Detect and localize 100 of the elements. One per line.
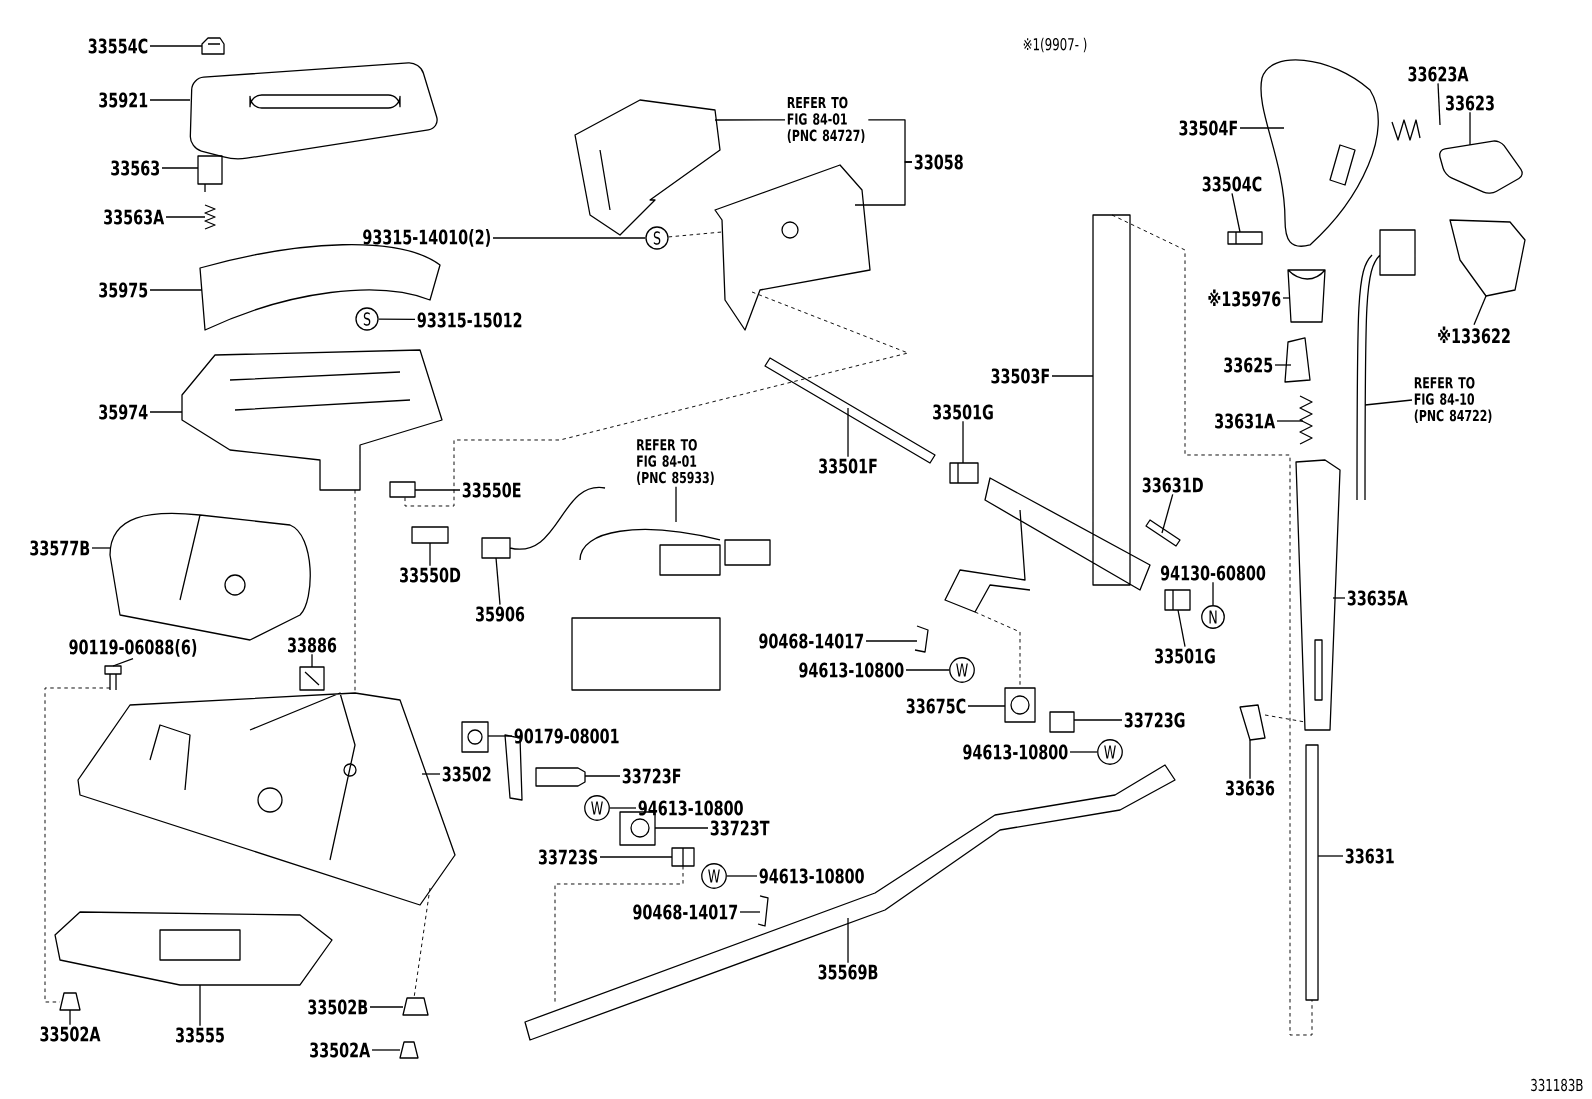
part-number: 33675C: [906, 698, 966, 714]
leader-line: [371, 1049, 401, 1051]
spring-drawing: [1299, 395, 1313, 445]
leader-line: [1282, 297, 1291, 299]
leader-line: [726, 875, 758, 877]
leader-line: [654, 827, 709, 829]
leader-line: [199, 984, 201, 1027]
leader-line: [414, 489, 461, 491]
leader-line: [962, 420, 964, 464]
rod-drawing: [1305, 744, 1319, 1001]
part-number: 33501F: [819, 458, 877, 474]
part-number: 33625: [1224, 357, 1273, 373]
part-number: 35569B: [818, 964, 878, 980]
leader-line: [865, 640, 918, 642]
part-number: 33550D: [400, 567, 461, 583]
bushing-drawing: [461, 721, 489, 753]
leader-line: [311, 653, 313, 668]
circled-letter: S: [645, 226, 669, 250]
cap-drawing: [201, 37, 225, 55]
part-number: 33563: [111, 160, 160, 176]
screw-drawing: [1227, 231, 1263, 245]
part-number: 33563A: [104, 209, 165, 225]
part-number: 90468-14017: [633, 904, 738, 920]
bushing-drawing: [1004, 687, 1036, 723]
leader-line: [714, 119, 786, 121]
leader-line: [378, 318, 416, 321]
circled-letter: W: [1097, 739, 1123, 765]
leader-line: [492, 237, 646, 239]
bulb-drawing: [411, 526, 449, 544]
part-number: 35906: [476, 606, 525, 622]
leader-line: [599, 856, 673, 858]
button-drawing: [1439, 140, 1523, 194]
part-number: 90179-08001: [514, 728, 619, 744]
base-plate-drawing: [54, 911, 333, 986]
part-number: 33502A: [40, 1026, 101, 1042]
pin-drawing: [535, 767, 586, 787]
part-number: 94613-10800: [799, 662, 904, 678]
leader-line: [1473, 295, 1487, 326]
part-number: 94613-10800: [759, 868, 864, 884]
circled-letter: S: [355, 307, 379, 331]
clip-drawing: [757, 895, 769, 927]
leader-line: [847, 407, 849, 458]
indicator-cover-drawing: [189, 62, 438, 160]
leader-line: [1069, 751, 1098, 753]
switch-wire-drawing: [1356, 229, 1416, 501]
part-number: ※135976: [1208, 289, 1281, 307]
leader-line: [149, 99, 191, 101]
figure-code: 331183B: [1531, 1078, 1583, 1092]
cup-drawing: [1287, 269, 1326, 323]
part-number: 33631A: [1215, 413, 1276, 429]
leader-line: [69, 1009, 71, 1026]
alignment-line: [413, 887, 431, 999]
part-number: 33886: [288, 637, 337, 653]
circled-letter: W: [701, 863, 727, 889]
leader-line: [1364, 399, 1413, 406]
spring-drawing: [1391, 119, 1421, 141]
leader-line: [369, 1006, 404, 1008]
leader-line: [1231, 192, 1241, 233]
leader-line: [675, 486, 677, 523]
bolt-drawing: [104, 665, 122, 691]
part-number: 94130-60800: [1160, 565, 1266, 581]
spring-drawing: [204, 204, 216, 230]
reference-note: REFER TO FIG 84-01 (PNC 84727): [787, 96, 865, 143]
leader-line: [1437, 82, 1441, 126]
block-drawing: [299, 666, 325, 691]
part-number: ※133622: [1438, 326, 1510, 344]
leader-line: [165, 216, 206, 218]
part-number: 33502A: [310, 1042, 371, 1058]
leader-line: [584, 775, 621, 777]
leader-line: [91, 547, 111, 549]
part-number: 35975: [99, 282, 148, 298]
part-number: 35921: [99, 92, 148, 108]
alignment-line: [44, 687, 111, 1003]
pin-drawing: [1145, 519, 1181, 547]
bushing-drawing: [1164, 589, 1191, 611]
bulb-drawing: [389, 481, 416, 498]
reference-note: REFER TO FIG 84-10 (PNC 84722): [1414, 376, 1492, 424]
leader-line: [1317, 855, 1344, 857]
part-number: 33577B: [30, 540, 90, 556]
shift-housing-drawing: [181, 349, 443, 491]
collar-drawing: [1049, 711, 1075, 733]
leader-line: [1239, 127, 1285, 129]
bracket-drawing: [714, 164, 871, 331]
part-number: 35974: [99, 404, 148, 420]
part-number: 94613-10800: [638, 800, 743, 816]
part-number: 33501G: [933, 404, 993, 420]
leader-line: [847, 917, 849, 964]
part-number: 33723F: [622, 768, 681, 784]
circled-letter: W: [584, 795, 610, 821]
part-number: 33636: [1226, 780, 1275, 796]
leader-line: [1332, 597, 1346, 599]
part-number: 33554C: [88, 38, 148, 54]
part-number: 93315-14010(2): [363, 229, 490, 247]
clip-drawing: [914, 625, 929, 653]
part-number: 90119-06088(6): [69, 639, 197, 657]
part-number: 33635A: [1347, 590, 1408, 606]
alignment-line: [1111, 214, 1313, 1036]
leader-line: [1051, 375, 1094, 377]
collar-drawing: [671, 847, 695, 867]
alignment-line: [404, 291, 909, 507]
